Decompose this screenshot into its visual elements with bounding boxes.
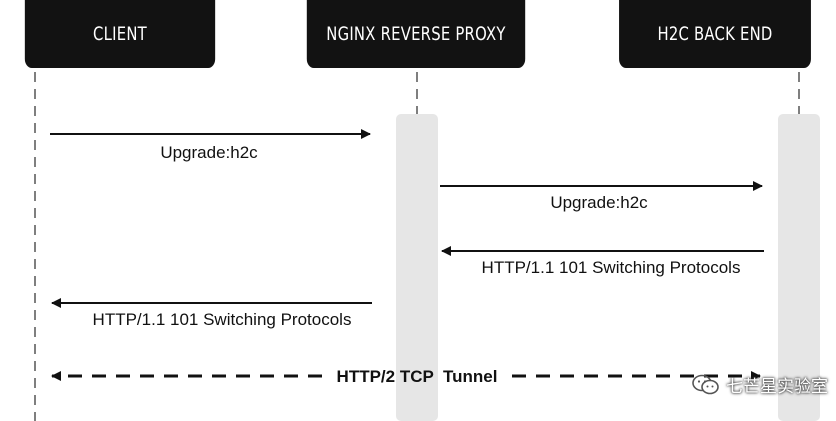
client-header-label: CLIENT [93,23,147,45]
msg-tunnel-label: HTTP/2 TCP Tunnel [337,367,498,386]
client-header: CLIENT [24,0,216,68]
backend-activation-bar [778,114,820,421]
msg-proxy-upgrade-label: Upgrade:h2c [550,193,648,212]
proxy-activation-bar [396,114,438,421]
msg-proxy-switching-label: HTTP/1.1 101 Switching Protocols [93,310,352,329]
msg-backend-switching-label: HTTP/1.1 101 Switching Protocols [482,258,741,277]
wechat-icon [692,374,720,396]
backend-header-label: H2C BACK END [657,23,773,45]
backend-header: H2C BACK END [619,0,811,68]
watermark: 七芒星实验室 [692,372,828,397]
msg-client-upgrade-label: Upgrade:h2c [160,143,258,162]
watermark-text: 七芒星实验室 [726,377,828,397]
proxy-header: NGINX REVERSE PROXY [306,0,526,68]
proxy-header-label: NGINX REVERSE PROXY [326,23,506,45]
